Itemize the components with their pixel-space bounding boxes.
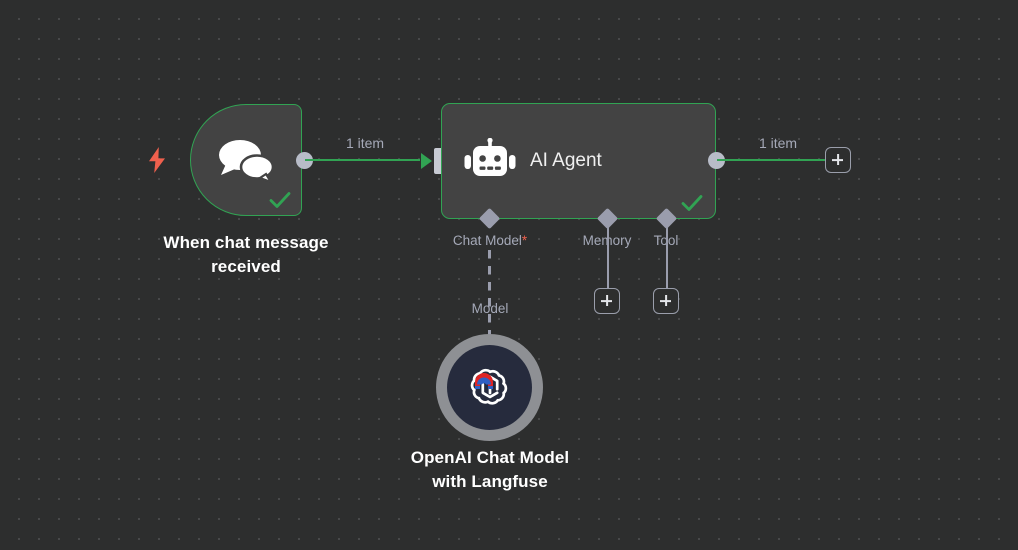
connection-agent-to-chat-model[interactable] — [488, 250, 491, 346]
agent-status-check-icon — [679, 190, 705, 216]
chat-bubbles-icon — [216, 136, 276, 185]
agent-output-port[interactable] — [708, 152, 725, 169]
connection-arrow-icon — [421, 153, 432, 169]
node-openai-chat-model[interactable] — [436, 334, 543, 441]
agent-node-title: AI Agent — [530, 150, 602, 171]
node-ai-agent[interactable]: AI Agent — [441, 103, 716, 219]
agent-output-item-count-label: 1 item — [758, 135, 798, 151]
connection-item-count-label: 1 item — [345, 135, 385, 151]
node-when-chat-message-received[interactable] — [190, 104, 302, 216]
trigger-status-check-icon — [267, 187, 293, 213]
trigger-node-label: When chat message received — [163, 233, 329, 276]
openai-node-label: OpenAI Chat Model with Langfuse — [410, 448, 570, 491]
memory-connector-line — [606, 222, 609, 289]
lightning-bolt-icon — [146, 147, 168, 173]
robot-icon — [464, 137, 516, 184]
openai-node-inner — [447, 345, 532, 430]
add-memory-button[interactable] — [594, 288, 620, 314]
add-node-button-main[interactable] — [825, 147, 851, 173]
langfuse-logo-icon — [472, 370, 498, 390]
connection-agent-to-add[interactable] — [717, 159, 825, 162]
model-connection-label: Model — [471, 301, 509, 316]
connection-trigger-to-agent[interactable] — [305, 159, 420, 162]
chat-model-label-text: Chat Model — [452, 233, 522, 248]
tool-connector-line — [665, 222, 668, 289]
required-marker: * — [521, 233, 528, 248]
agent-input-port[interactable] — [434, 148, 444, 174]
trigger-output-port[interactable] — [296, 152, 313, 169]
chat-model-connector-label: Chat Model* — [430, 233, 550, 248]
add-tool-button[interactable] — [653, 288, 679, 314]
